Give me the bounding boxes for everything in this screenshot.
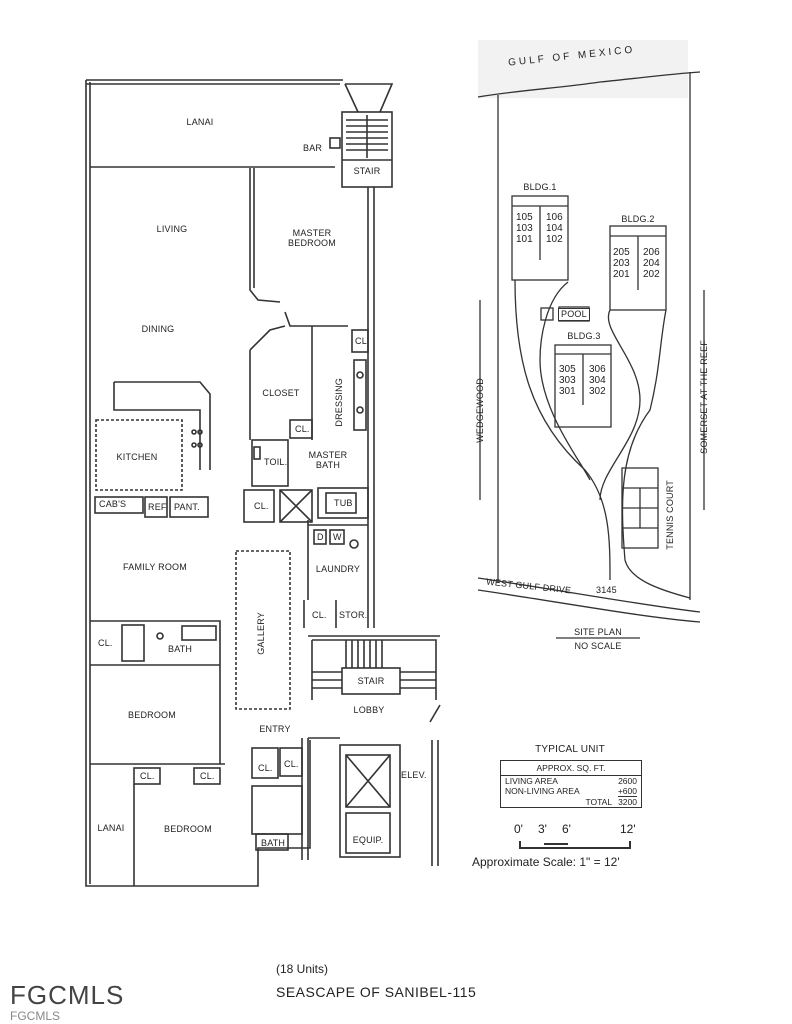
unit-303: 303 — [559, 375, 576, 386]
building-3-right-units: 306 304 302 — [589, 364, 606, 397]
site-plan-subtitle: NO SCALE — [574, 641, 622, 651]
unit-103: 103 — [516, 223, 533, 234]
room-label-bath-bedroom1: BATH — [168, 644, 193, 654]
unit-106: 106 — [546, 212, 563, 223]
room-label-family-room: FAMILY ROOM — [123, 562, 187, 572]
room-label-closet-laundry: CL. — [312, 610, 327, 620]
room-label-closet-entry2: CL. — [284, 759, 299, 769]
room-label-bath-bedroom2: BATH — [261, 838, 286, 848]
room-label-master-bath-line1: MASTER — [308, 450, 348, 460]
scale-tick-12: 12' — [620, 822, 636, 836]
room-label-equipment: EQUIP. — [352, 835, 384, 845]
scale-tick-3: 3' — [538, 822, 547, 836]
unit-101: 101 — [516, 234, 533, 245]
room-label-cabinets: CAB'S — [99, 499, 127, 509]
unit-305: 305 — [559, 364, 576, 375]
tennis-court-label: TENNIS COURT — [665, 480, 675, 550]
room-label-master-bedroom-line1: MASTER — [292, 228, 332, 238]
sqft-total-value: 3200 — [618, 797, 637, 807]
room-label-dining: DINING — [141, 324, 175, 334]
room-label-entry: ENTRY — [259, 724, 291, 734]
room-label-bedroom2: BEDROOM — [164, 824, 212, 834]
unit-204: 204 — [643, 258, 660, 269]
unit-102: 102 — [546, 234, 563, 245]
typical-unit-title: TYPICAL UNIT — [535, 744, 605, 755]
neighbor-label-somerset: SOMERSET AT THE REEF — [699, 340, 709, 454]
room-label-stair-lobby: STAIR — [357, 676, 385, 686]
room-label-refrigerator: REF — [148, 502, 167, 512]
watermark-large: FGCMLS — [10, 980, 125, 1010]
sqft-value: 2600 — [618, 776, 637, 786]
unit-205: 205 — [613, 247, 630, 258]
room-label-kitchen: KITCHEN — [116, 452, 158, 462]
sqft-label: LIVING AREA — [505, 776, 558, 786]
sqft-label: NON-LIVING AREA — [505, 786, 580, 796]
sqft-total-label: TOTAL — [585, 797, 613, 807]
unit-302: 302 — [589, 386, 606, 397]
room-label-closet-entry1: CL. — [258, 763, 273, 773]
room-label-closet: CLOSET — [262, 388, 300, 398]
room-label-closet-bath: CL. — [254, 501, 269, 511]
room-label-storage: STOR. — [339, 610, 368, 620]
address-label: 3145 — [596, 585, 617, 595]
building-1-right-units: 106 104 102 — [546, 212, 563, 245]
neighbor-label-wedgewood: WEDGEWOOD — [475, 378, 485, 443]
room-label-master-bath-line2: BATH — [315, 460, 341, 470]
building-3-left-units: 305 303 301 — [559, 364, 576, 397]
room-label-pantry: PANT. — [174, 502, 200, 512]
sqft-row-nonliving: NON-LIVING AREA +600 — [501, 786, 641, 797]
project-title: SEASCAPE OF SANIBEL-115 — [276, 984, 477, 1000]
room-label-lanai: LANAI — [186, 117, 214, 127]
room-label-master-bedroom-line2: BEDROOM — [288, 238, 336, 248]
room-label-living: LIVING — [156, 224, 188, 234]
site-plan-title: SITE PLAN — [574, 627, 622, 637]
room-label-elevator: ELEV. — [401, 770, 427, 780]
appliance-label-washer: W — [333, 532, 342, 542]
unit-203: 203 — [613, 258, 630, 269]
sqft-table-header: APPROX. SQ. FT. — [501, 761, 641, 776]
room-label-closet-bedroom1: CL. — [98, 638, 113, 648]
appliance-label-dryer: D — [317, 532, 324, 542]
unit-202: 202 — [643, 269, 660, 280]
pool-label: POOL — [558, 308, 590, 321]
unit-count: (18 Units) — [276, 962, 329, 976]
unit-304: 304 — [589, 375, 606, 386]
sqft-value: +600 — [617, 786, 637, 797]
sqft-row-total: TOTAL 3200 — [501, 797, 641, 807]
unit-306: 306 — [589, 364, 606, 375]
watermark-small: FGCMLS — [10, 1009, 61, 1023]
sqft-row-living: LIVING AREA 2600 — [501, 776, 641, 786]
unit-104: 104 — [546, 223, 563, 234]
room-label-stair-top: STAIR — [353, 166, 381, 176]
room-label-closet-bedroom2b: CL. — [200, 771, 215, 781]
room-label-closet-bedroom2a: CL. — [140, 771, 155, 781]
room-label-lanai-bottom: LANAI — [97, 823, 125, 833]
unit-206: 206 — [643, 247, 660, 258]
building-2-left-units: 205 203 201 — [613, 247, 630, 280]
unit-201: 201 — [613, 269, 630, 280]
scale-caption: Approximate Scale: 1" = 12' — [472, 855, 620, 869]
room-label-laundry: LAUNDRY — [315, 564, 361, 574]
unit-301: 301 — [559, 386, 576, 397]
building-label-3: BLDG.3 — [567, 331, 601, 341]
room-label-bar: BAR — [303, 143, 323, 153]
building-1-left-units: 105 103 101 — [516, 212, 533, 245]
room-label-closet-small: CL. — [295, 424, 310, 434]
room-label-gallery: GALLERY — [256, 612, 266, 655]
sqft-table: APPROX. SQ. FT. LIVING AREA 2600 NON-LIV… — [500, 760, 642, 808]
room-label-tub: TUB — [334, 498, 353, 508]
scale-tick-6: 6' — [562, 822, 571, 836]
room-label-bedroom1: BEDROOM — [128, 710, 176, 720]
room-label-lobby: LOBBY — [353, 705, 385, 715]
unit-105: 105 — [516, 212, 533, 223]
room-label-toilet: TOIL. — [264, 457, 288, 467]
building-label-2: BLDG.2 — [621, 214, 655, 224]
room-label-closet-master: CL — [355, 336, 367, 346]
building-2-right-units: 206 204 202 — [643, 247, 660, 280]
room-label-dressing: DRESSING — [334, 378, 344, 427]
building-label-1: BLDG.1 — [523, 182, 557, 192]
scale-tick-0: 0' — [514, 822, 523, 836]
